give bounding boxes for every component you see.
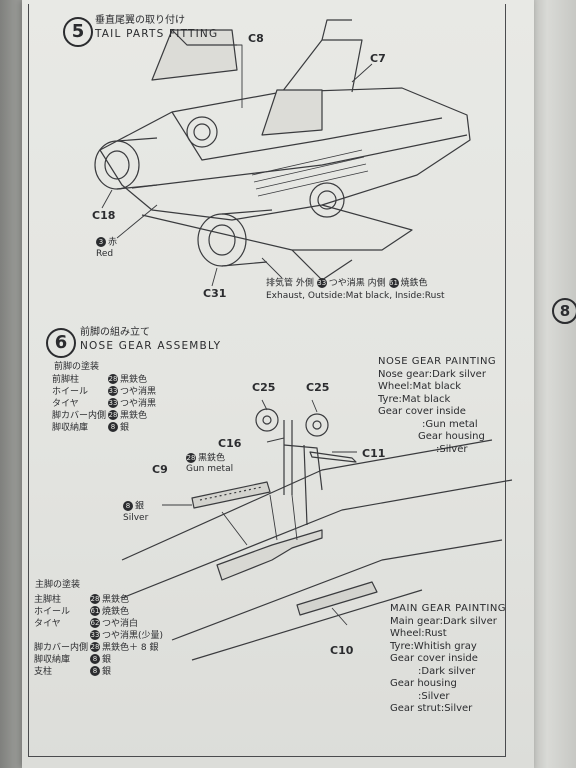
part-label-c10: C10 [330,644,354,657]
part-label-c11: C11 [362,447,386,460]
part-label-c25-left: C25 [252,381,276,394]
exhaust-jp-c: 焼鉄色 [400,278,428,289]
step-5-number: 5 [63,17,93,47]
assembly-illustration [94,19,513,661]
paint-number-badge: 61 [388,278,399,288]
part-label-c9: C9 [152,463,168,476]
paint-number-badge: 8 [108,422,118,432]
exhaust-jp-b: つや消黒 内側 [328,278,386,289]
exhaust-callout-en: Exhaust, Outside:Mat black, Inside:Rust [266,291,445,301]
step-5-title-en: TAIL PARTS FITTING [95,28,219,40]
step-5-title-jp: 垂直尾翼の取り付け [95,15,185,26]
main-legend-title: 主脚の塗装 [35,580,81,590]
part-label-c25-right: C25 [306,381,330,394]
nose-legend-title: 前脚の塗装 [54,362,100,372]
paint-number-badge: 28 [90,594,100,604]
step-6-title-jp: 前脚の組み立て [80,327,150,338]
paint-number-badge: 33 [316,278,327,288]
paint-number-badge: 3 [96,237,106,247]
next-page-edge [528,0,576,768]
paint-number-badge: 8 [90,654,100,664]
paint-number-badge: 28 [108,410,118,420]
paint-number-badge: 8 [123,501,133,511]
silver-en: Silver [123,513,149,523]
paint-number-badge: 33 [90,630,100,640]
gunmetal-en: Gun metal [186,464,234,474]
exhaust-jp-a: 排気管 外側 [266,278,314,289]
paint-number-badge: 28 [108,374,118,384]
paint-number-badge: 8 [90,666,100,676]
step-6-number: 6 [46,328,76,358]
paint-number-badge: 28 [90,642,100,652]
paint-number-badge: 33 [108,386,118,396]
part-label-c31: C31 [203,287,227,300]
paint-number-badge: 62 [90,618,100,628]
paint-number-badge: 33 [108,398,118,408]
page-frame [28,4,506,757]
part-label-c8: C8 [248,32,264,45]
red-en: Red [96,249,114,259]
part-label-c18: C18 [92,209,116,222]
next-page-number: 8 [552,298,576,324]
paint-number-badge: 28 [186,453,196,463]
paint-number-badge: 61 [90,606,100,616]
step-6-title-en: NOSE GEAR ASSEMBLY [80,340,222,352]
part-label-c7: C7 [370,52,386,65]
main-gear-painting: MAIN GEAR PAINTING Main gear:Dark silver… [390,603,507,714]
nose-gear-painting: NOSE GEAR PAINTING Nose gear:Dark silver… [378,356,497,455]
part-label-c16: C16 [218,437,242,450]
red-jp: 赤 [108,237,118,248]
